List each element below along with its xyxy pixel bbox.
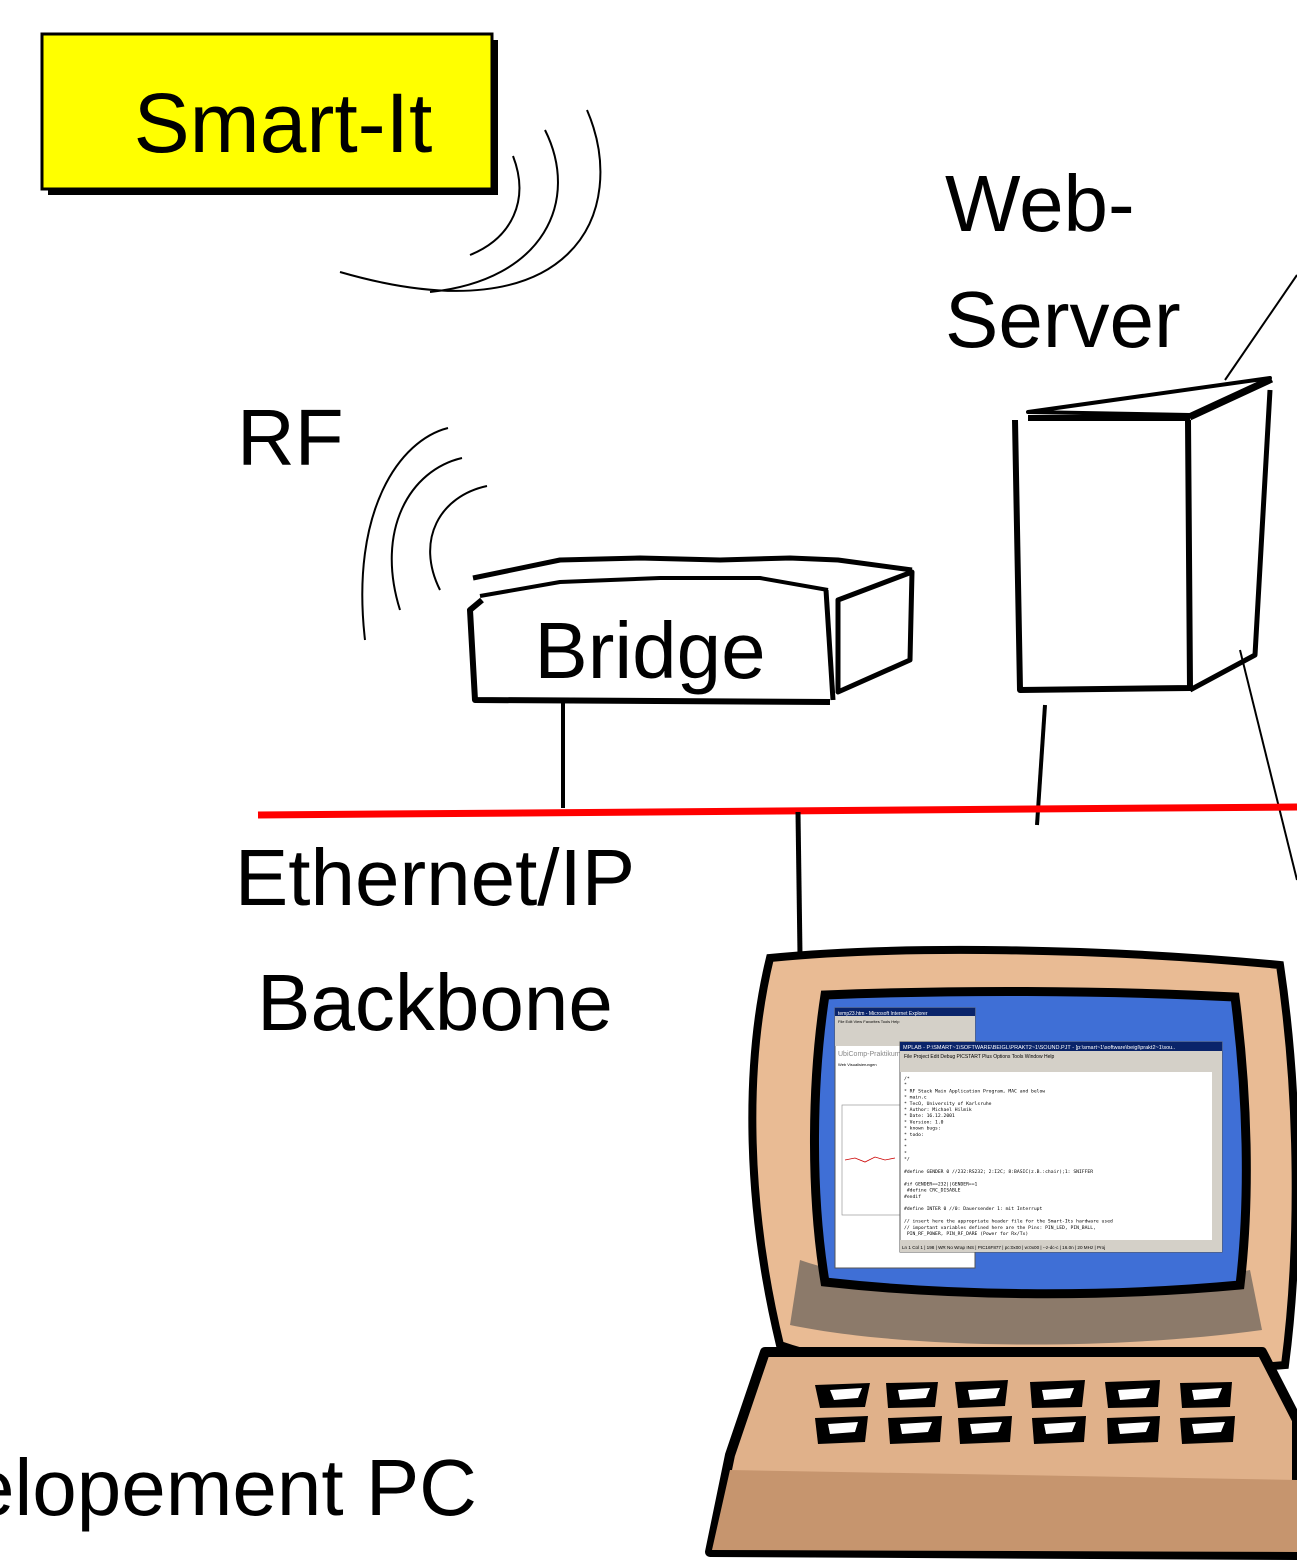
- monitor-shadow: [790, 1260, 1262, 1345]
- rf-label: RF: [237, 393, 344, 482]
- mplab-title: MPLAB - P:\SMART~1\SOFTWARE\BEIGL\PRAKT2…: [903, 1045, 1176, 1051]
- mplab-code: /*** RF Stack Main Application Program, …: [904, 1076, 1113, 1237]
- code-line: * TecO, University of Karlsruhe: [904, 1101, 992, 1107]
- mplab-toolbar: [900, 1060, 1222, 1072]
- ethernet-backbone-line: [257, 803, 1297, 819]
- mplab-statusbar: [900, 1240, 1222, 1252]
- ie-menu: File Edit View Favorites Tools Help: [838, 1019, 900, 1024]
- mplab-titlebar: [900, 1042, 1222, 1051]
- code-line: * todo:: [904, 1132, 924, 1138]
- code-line: */: [904, 1157, 910, 1163]
- code-line: /*: [904, 1076, 910, 1082]
- mplab-scrollbar: [1212, 1072, 1222, 1240]
- ie-titlebar: [835, 1008, 975, 1016]
- code-line: * Version: 1.0: [904, 1119, 944, 1125]
- ie-title: temp23.htm - Microsoft Internet Explorer: [838, 1011, 928, 1017]
- code-line: *: [904, 1144, 907, 1150]
- radio-waves-smart-it-icon: [339, 109, 602, 293]
- smart-it-box: [40, 32, 494, 191]
- screen-content: temp23.htm - Microsoft Internet Explorer…: [834, 1007, 1223, 1269]
- dev-pc-label: elopement PC: [0, 1443, 477, 1532]
- code-line: #define GENDER 0 //232:RS232; 2:I2C; 8:B…: [904, 1169, 1093, 1175]
- code-line: // insert here the appropriate header fi…: [904, 1219, 1113, 1225]
- ie-chart-line: [844, 1156, 896, 1163]
- bridge-device-icon: [467, 555, 915, 808]
- code-line: [904, 1164, 907, 1169]
- code-line: *: [904, 1150, 907, 1156]
- mplab-window: [899, 1041, 1223, 1253]
- ethernet-label: Ethernet/IP: [235, 833, 635, 922]
- smart-it-node: Smart-It: [40, 32, 498, 195]
- mplab-status: Ln 1 Col 1 | 198 | WR No Wrap INS | PIC1…: [902, 1245, 1105, 1250]
- pc-drop-line: [795, 811, 803, 956]
- code-line: #endif: [904, 1194, 921, 1200]
- keyboard-front: [712, 1470, 1297, 1552]
- code-line: [904, 1213, 907, 1218]
- code-line: *: [904, 1138, 907, 1144]
- code-line: * RF Stack Main Application Program, MAC…: [904, 1088, 1045, 1094]
- ie-header: UbiComp-Praktikum: [838, 1051, 901, 1058]
- code-line: *: [904, 1082, 907, 1088]
- keyboard-icon: [705, 1347, 1297, 1560]
- code-line: * Date: 16.12.2001: [904, 1113, 955, 1119]
- code-line: * main.c: [904, 1095, 927, 1101]
- smart-it-label: Smart-It: [134, 76, 433, 170]
- ie-subheader: Web Visualisierungen: [838, 1062, 877, 1067]
- code-line: * known bugs:: [904, 1126, 941, 1132]
- code-line: #define CRC_DISABLE: [904, 1188, 961, 1194]
- code-line: PIN_RF_POWER, PIN_RF_DARE (Power for Rx/…: [904, 1231, 1028, 1237]
- backbone-label: Backbone: [257, 958, 613, 1047]
- code-line: [904, 1176, 907, 1181]
- code-line: #if GENDER==232||GENDER==1: [904, 1181, 978, 1187]
- radio-waves-bridge-icon: [361, 427, 488, 641]
- web-label: Web-: [945, 159, 1135, 248]
- mplab-menubar: [900, 1051, 1222, 1060]
- mplab-menu: File Project Edit Debug PICSTART Plus Op…: [904, 1054, 1054, 1060]
- keyboard-key-highlights: [828, 1388, 1225, 1434]
- code-line: // important variables defined here are …: [904, 1225, 1096, 1231]
- ie-chart: [841, 1104, 903, 1216]
- server-label: Server: [945, 275, 1181, 364]
- bridge-label: Bridge: [534, 606, 765, 695]
- server-pc-link: [1239, 649, 1297, 881]
- code-line: * Author: Michael Hilmik: [904, 1107, 972, 1113]
- ie-toolbar: [835, 1016, 975, 1046]
- code-line: #define INTER 0 //0: Dauersender 1: mit …: [904, 1206, 1042, 1212]
- web-server-icon: [1012, 274, 1297, 826]
- code-line: [904, 1201, 907, 1206]
